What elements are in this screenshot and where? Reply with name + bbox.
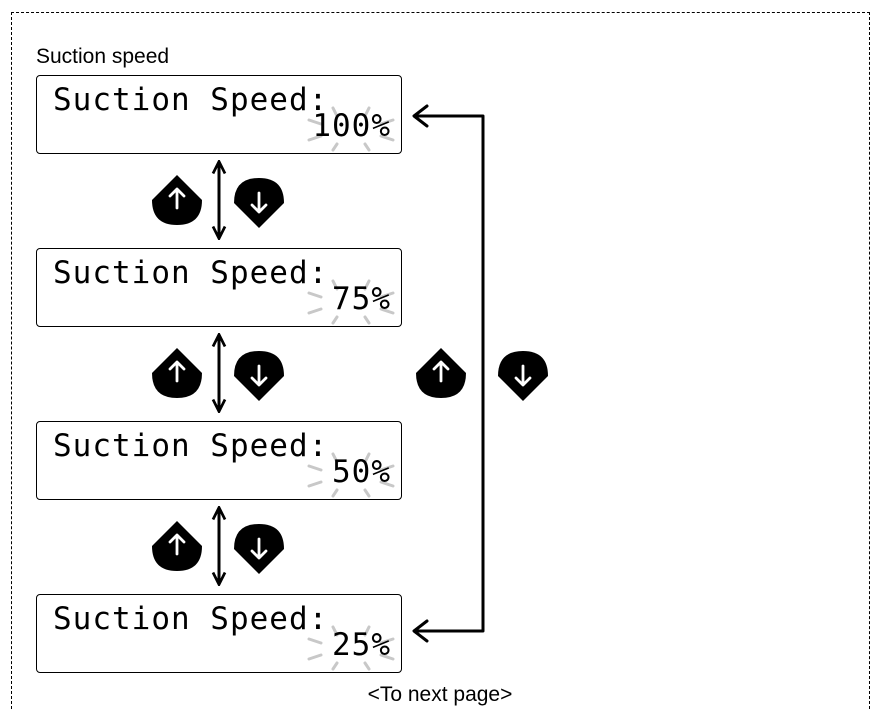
down-button-icon: [234, 178, 284, 228]
up-button-icon: [416, 348, 466, 398]
up-button-icon: [152, 175, 202, 225]
lcd-label: Suction Speed:: [53, 255, 329, 291]
lcd-screen-50: Suction Speed: 50%: [36, 421, 402, 500]
lcd-label: Suction Speed:: [53, 601, 329, 637]
wrap-arrow-top: [412, 104, 429, 128]
next-page-label: <To next page>: [367, 683, 513, 706]
lcd-value: 100%: [312, 108, 391, 144]
wrap-arrow-bottom: [412, 619, 429, 643]
up-button-icon: [152, 521, 202, 571]
wrap-bracket-line: [415, 114, 485, 633]
up-button-icon: [152, 348, 202, 398]
dashed-frame: [11, 12, 870, 709]
down-button-icon: [234, 351, 284, 401]
lcd-label: Suction Speed:: [53, 82, 329, 118]
lcd-screen-75: Suction Speed: 75%: [36, 248, 402, 327]
down-button-icon: [234, 524, 284, 574]
down-button-icon: [498, 351, 548, 401]
lcd-label: Suction Speed:: [53, 428, 329, 464]
lcd-screen-25: Suction Speed: 25%: [36, 594, 402, 673]
section-title: Suction speed: [36, 45, 170, 68]
lcd-value: 75%: [332, 281, 391, 317]
lcd-value: 50%: [332, 454, 391, 490]
lcd-value: 25%: [332, 627, 391, 663]
